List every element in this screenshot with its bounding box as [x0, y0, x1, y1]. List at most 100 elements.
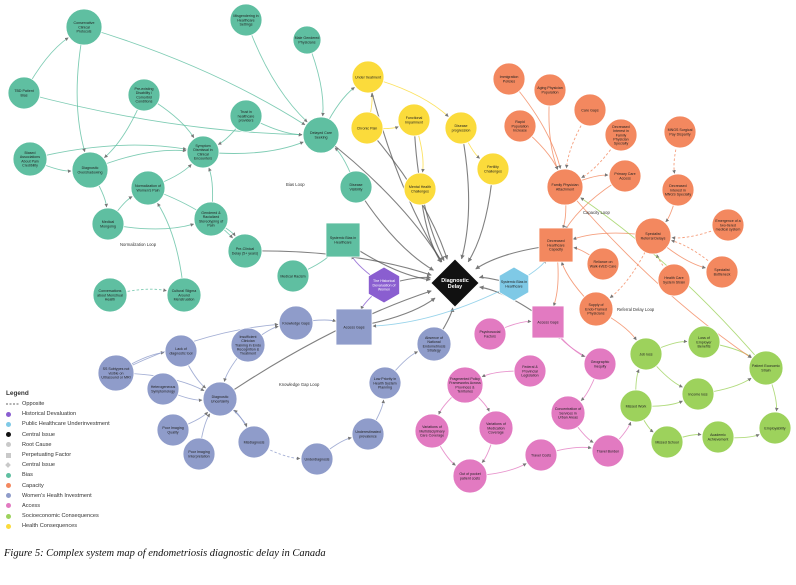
- legend-item-historical-devaluation: Historical Devaluation: [6, 409, 156, 419]
- node-income-loss: Income loss: [681, 377, 715, 411]
- node-under-treatment: Under treatment: [351, 60, 385, 94]
- node-shape: [657, 263, 691, 297]
- node-shape: [701, 420, 735, 454]
- edge-n1-n10: [76, 26, 86, 153]
- edge-n7-n77: [320, 134, 443, 263]
- legend-title: Legend: [6, 390, 29, 397]
- node-shape: [663, 115, 697, 149]
- legend-label: Central Issue: [22, 462, 55, 469]
- node-shape: [164, 334, 198, 368]
- node-shape: [276, 259, 310, 293]
- node-shape: [550, 395, 586, 431]
- legend-item-bias: Bias: [6, 470, 156, 480]
- node-care-gaps: Care Gaps: [573, 93, 607, 127]
- node-shape: [538, 227, 574, 263]
- node-shape: [229, 99, 263, 133]
- node-shape: [591, 434, 625, 468]
- node-shape: [619, 389, 653, 423]
- node-shape: [478, 410, 514, 446]
- node-employability: Employability: [758, 411, 792, 445]
- node-shape: [573, 93, 607, 127]
- legend-item-central-issue: Central Issue: [6, 430, 156, 440]
- node-shape: [193, 201, 229, 237]
- node-label: Medical Racism: [280, 274, 305, 278]
- node-shape: [711, 208, 745, 242]
- legend-dot-icon: [6, 523, 22, 529]
- node-label: Travel Costs: [531, 453, 551, 457]
- node-shape: [351, 417, 385, 451]
- node-medical-racism: Medical Racism: [276, 259, 310, 293]
- legend-item-health-consequences: Health Consequences: [6, 521, 156, 531]
- node-label: Travel Burden: [597, 449, 619, 453]
- node-shape: [335, 308, 373, 346]
- node-shape: [300, 442, 334, 476]
- legend-dot-icon: [6, 513, 22, 519]
- node-shape: [71, 151, 109, 189]
- node-shape: [533, 73, 567, 107]
- node-shape: [92, 277, 128, 313]
- node-shape: [634, 217, 672, 255]
- node-label: Chronic Pain: [357, 126, 378, 130]
- node-shape: [578, 291, 614, 327]
- node-shape: [97, 354, 135, 392]
- loop-label-knowledge-gap-loop: Knowledge Gap Loop: [279, 382, 320, 387]
- legend-dot-icon: [6, 503, 22, 509]
- edge-n8-n9: [29, 144, 187, 160]
- node-shape: [91, 207, 125, 241]
- node-shape: [351, 60, 385, 94]
- node-shape: [397, 103, 431, 137]
- node-shape: [513, 354, 547, 388]
- node-label: Income loss: [688, 392, 707, 396]
- loop-label-normalization-loop: Normalization Loop: [120, 242, 157, 247]
- node-shape: [503, 109, 537, 143]
- node-shape: [302, 116, 340, 154]
- node-shape: [687, 325, 721, 359]
